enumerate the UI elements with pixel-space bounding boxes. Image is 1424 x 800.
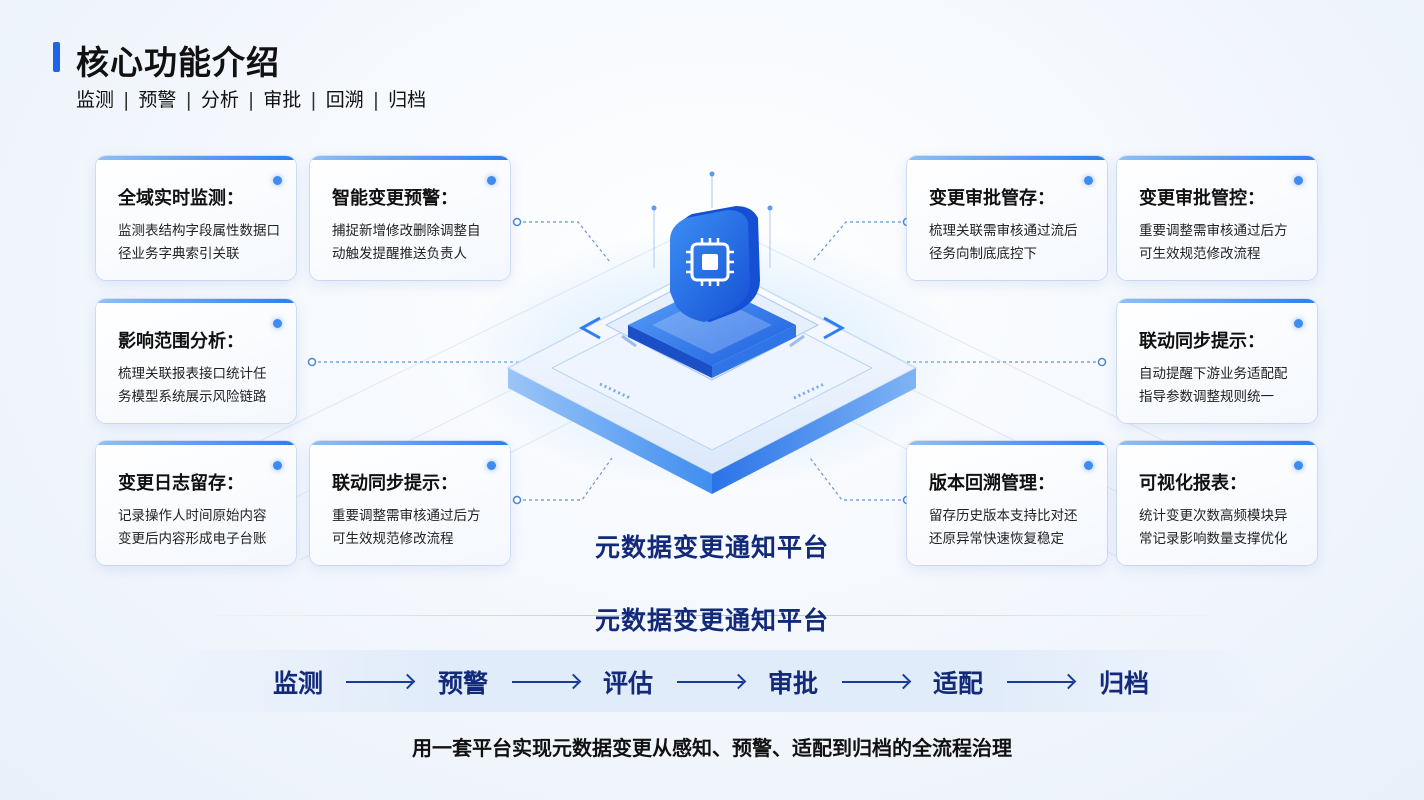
card-indicator-dot (487, 176, 496, 185)
subtitle-item: 回溯 (325, 89, 364, 111)
feature-card-approval-storage: 变更审批管存： 梳理关联需审核通过流后径务向制底底控下 (907, 156, 1107, 280)
summary-text: 用一套平台实现元数据变更从感知、预警、适配到归档的全流程治理 (412, 736, 1012, 760)
feature-card-change-log: 变更日志留存： 记录操作人时间原始内容变更后内容形成电子台账 (96, 441, 296, 565)
flow-arrow-icon (346, 681, 412, 683)
card-desc-line: 可生效规范修改流程 (1139, 246, 1261, 262)
feature-card-version-trace: 版本回溯管理： 留存历史版本支持比对还还原异常快速恢复稳定 (907, 441, 1107, 565)
flow-step: 归档 (1098, 669, 1149, 698)
card-title: 可视化报表： (1139, 473, 1247, 494)
subtitle-separator: | (310, 89, 317, 111)
flow-step: 监测 (272, 669, 323, 698)
card-title: 影响范围分析： (118, 331, 244, 352)
subtitle-separator: | (247, 89, 255, 111)
card-title: 变更审批管控： (1139, 188, 1265, 209)
light-strand-dots (651, 171, 773, 211)
feature-card-visual-report: 可视化报表： 统计变更次数高频模块异常记录影响数量支撑优化 (1117, 441, 1317, 565)
flow-arrow-icon (842, 681, 908, 683)
flow-arrow-icon (1007, 681, 1073, 683)
subtitle-item: 预警 (138, 89, 177, 111)
card-indicator-dot (1084, 461, 1093, 470)
card-title: 变更日志留存： (118, 473, 244, 494)
card-title: 联动同步提示： (1139, 331, 1265, 352)
feature-card-approval-control: 变更审批管控： 重要调整需审核通过后方可生效规范修改流程 (1117, 156, 1317, 280)
card-desc: 捕捉新增修改删除调整自动触发提醒推送负责人 (332, 220, 498, 266)
feature-card-linkage-sync-mid: 联动同步提示： 重要调整需审核通过后方可生效规范修改流程 (310, 441, 510, 565)
card-indicator-dot (487, 461, 496, 470)
card-indicator-dot (1294, 319, 1303, 328)
card-desc: 梳理关联需审核通过流后径务向制底底控下 (929, 220, 1095, 266)
card-indicator-dot (1084, 176, 1093, 185)
flow-section-title: 元数据变更通知平台 (594, 606, 829, 635)
subtitle-item: 审批 (263, 89, 302, 111)
card-desc-line: 还原异常快速恢复稳定 (929, 531, 1064, 547)
card-indicator-dot (273, 176, 282, 185)
flow-step: 适配 (932, 669, 983, 698)
card-desc-line: 变更后内容形成电子台账 (118, 531, 267, 547)
card-title: 联动同步提示： (332, 473, 458, 494)
card-desc-line: 梳理关联需审核通过流后 (929, 223, 1078, 239)
card-desc: 自动提醒下游业务适配配指导参数调整规则统一 (1139, 363, 1305, 409)
card-desc: 统计变更次数高频模块异常记录影响数量支撑优化 (1139, 505, 1305, 551)
subtitle-item: 归档 (388, 89, 427, 111)
card-desc-line: 径务向制底底控下 (929, 246, 1037, 262)
feature-card-impact-analysis: 影响范围分析： 梳理关联报表接口统计任务模型系统展示风险链路 (96, 299, 296, 423)
flow-step: 评估 (602, 669, 653, 698)
chip-shield-icon (670, 206, 760, 322)
card-title: 智能变更预警： (332, 188, 458, 209)
card-indicator-dot (273, 319, 282, 328)
platform-label: 元数据变更通知平台 (594, 533, 829, 562)
card-desc-line: 统计变更次数高频模块异 (1139, 508, 1288, 524)
flow-arrow-icon (512, 681, 578, 683)
card-desc: 监测表结构字段属性数据口径业务字典索引关联 (118, 220, 284, 266)
card-title: 版本回溯管理： (929, 473, 1055, 494)
flow-step: 审批 (767, 669, 818, 698)
card-desc: 重要调整需审核通过后方可生效规范修改流程 (1139, 220, 1305, 266)
flow-step: 预警 (437, 669, 488, 698)
card-desc-line: 监测表结构字段属性数据口 (118, 223, 280, 239)
subtitle-separator: | (372, 89, 380, 111)
feature-card-realtime-monitor: 全域实时监测： 监测表结构字段属性数据口径业务字典索引关联 (96, 156, 296, 280)
flow-arrow-icon (677, 681, 743, 683)
card-desc: 记录操作人时间原始内容变更后内容形成电子台账 (118, 505, 284, 551)
card-desc-line: 自动提醒下游业务适配配 (1139, 366, 1288, 382)
feature-card-linkage-sync-right: 联动同步提示： 自动提醒下游业务适配配指导参数调整规则统一 (1117, 299, 1317, 423)
page-subtitle: 监测 | 预警 | 分析 | 审批 | 回溯 | 归档 (76, 85, 426, 112)
card-title: 变更审批管存： (929, 188, 1055, 209)
subtitle-item: 分析 (200, 89, 239, 111)
title-accent-bar (53, 42, 60, 72)
card-desc-line: 径业务字典索引关联 (118, 246, 240, 262)
card-desc-line: 梳理关联报表接口统计任 (118, 366, 267, 382)
card-desc-line: 指导参数调整规则统一 (1139, 389, 1274, 405)
card-desc-line: 记录操作人时间原始内容 (118, 508, 267, 524)
card-desc: 留存历史版本支持比对还还原异常快速恢复稳定 (929, 505, 1095, 551)
page-title: 核心功能介绍 (76, 43, 280, 82)
section-divider (190, 615, 1234, 616)
card-title: 全域实时监测： (118, 188, 244, 209)
light-strands (653, 176, 771, 268)
card-desc-line: 动触发提醒推送负责人 (332, 246, 467, 262)
card-desc-line: 常记录影响数量支撑优化 (1139, 531, 1288, 547)
subtitle-separator: | (185, 89, 192, 111)
card-indicator-dot (1294, 461, 1303, 470)
card-desc: 梳理关联报表接口统计任务模型系统展示风险链路 (118, 363, 284, 409)
card-desc-line: 可生效规范修改流程 (332, 531, 454, 547)
subtitle-item: 监测 (76, 89, 115, 111)
card-desc-line: 重要调整需审核通过后方 (332, 508, 481, 524)
feature-card-smart-alert: 智能变更预警： 捕捉新增修改删除调整自动触发提醒推送负责人 (310, 156, 510, 280)
subtitle-separator: | (123, 89, 130, 111)
card-desc: 重要调整需审核通过后方可生效规范修改流程 (332, 505, 498, 551)
card-desc-line: 捕捉新增修改删除调整自 (332, 223, 481, 239)
card-indicator-dot (273, 461, 282, 470)
card-desc-line: 留存历史版本支持比对还 (929, 508, 1078, 524)
card-indicator-dot (1294, 176, 1303, 185)
card-desc-line: 重要调整需审核通过后方 (1139, 223, 1288, 239)
card-desc-line: 务模型系统展示风险链路 (118, 389, 267, 405)
